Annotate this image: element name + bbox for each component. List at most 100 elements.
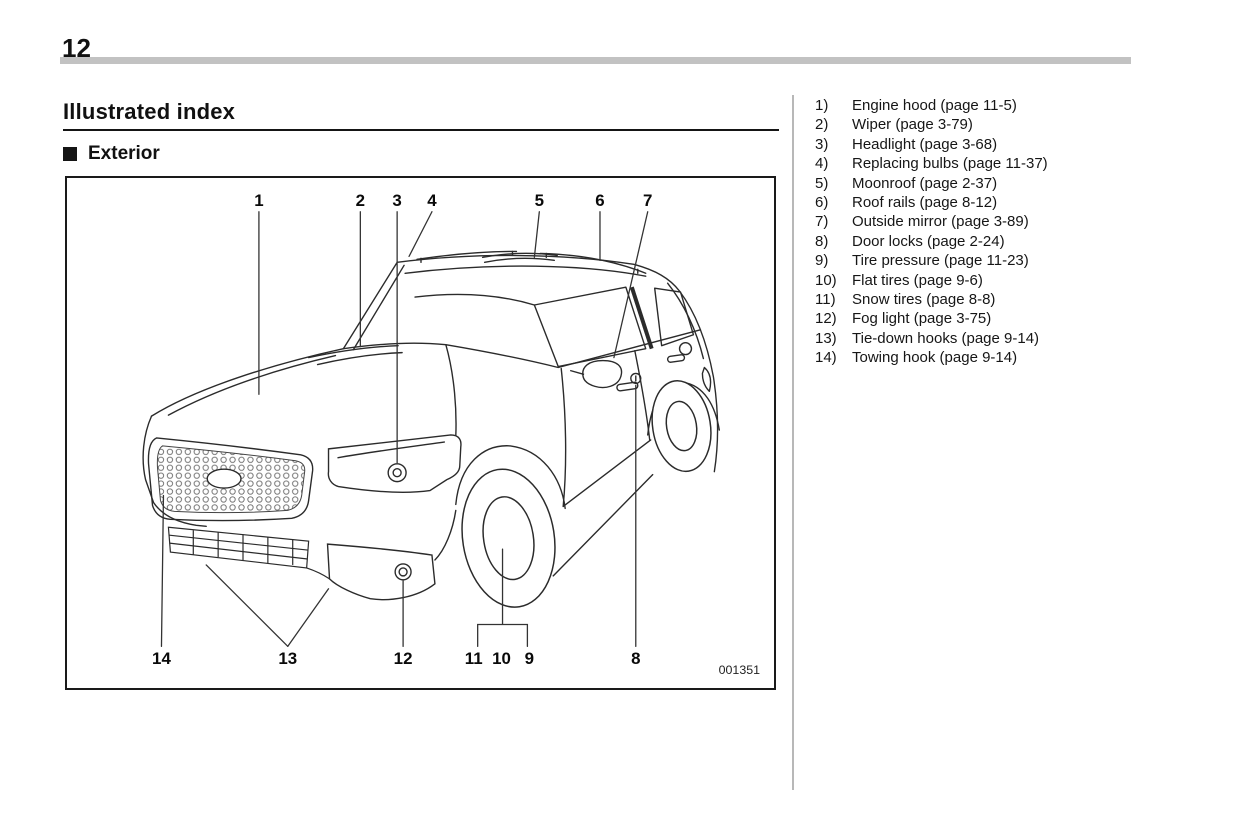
callout-11: 11 [465,649,483,668]
headlight-bulb [387,463,407,483]
rear-hatch-glass [666,282,705,360]
front-door-seam [560,367,567,508]
callout-5: 5 [535,191,544,210]
index-item-label: Door locks (page 2-24) [852,232,1005,250]
index-item-label: Engine hood (page 11-5) [852,97,1017,114]
brand-emblem [206,468,242,489]
lower-bumper-grille [167,526,330,580]
index-item-number: 5) [815,174,829,192]
moonroof [481,252,558,264]
front-door-window [533,286,647,368]
fog-light-bulb [394,563,412,581]
window-frame-front [414,293,536,306]
callout-12: 12 [394,649,413,668]
rocker-line [552,473,654,577]
index-item: 5) Moonroof (page 2-37) [815,174,1125,193]
rear-door-handle [666,354,686,363]
index-item-number: 6) [815,194,829,212]
side-details [569,286,693,392]
fog-light [326,543,436,601]
index-item: 3) Headlight (page 3-68) [815,135,1125,154]
index-item-number: 13) [815,329,837,347]
wiper-blade-1 [307,344,399,359]
door-lock-keyhole [630,372,642,385]
section-title: Exterior [88,143,160,164]
figure-code: 001351 [719,663,761,677]
index-item-label: Snow tires (page 8-8) [852,291,996,309]
car-body [142,250,721,577]
callout-8: 8 [631,649,640,668]
roof-drip-line [404,265,647,277]
index-list: 1) Engine hood (page 11-5) 2) Wiper (page … [815,96,1125,368]
leader-line-7 [613,211,649,359]
index-item-label: Tie-down hooks (page 9-14) [852,329,1040,347]
bumper-side-edge [434,509,457,561]
index-item-number: 2) [815,116,829,134]
front-door-handle [616,381,639,392]
callout-6: 6 [595,191,604,210]
index-item-label: Outside mirror (page 3-89) [852,213,1029,231]
index-item-label: Replacing bulbs (page 11-37) [852,155,1048,173]
mirror-stalk [569,369,585,376]
rear-wheel [651,380,712,473]
index-item-label: Wiper (page 3-79) [852,116,973,134]
beltline [445,329,702,369]
exterior-car-diagram: 1 2 3 4 5 6 7 14 13 12 11 10 9 8 001351 [142,191,761,677]
index-item: 12) Fog light (page 3-75) [815,309,1125,328]
car-outline [150,254,719,473]
roof-rails [416,250,647,274]
callout-14: 14 [152,649,171,668]
index-item-number: 12) [815,310,837,328]
index-item: 14) Towing hook (page 9-14) [815,348,1125,367]
callout-10: 10 [492,649,511,668]
taillight [701,366,712,393]
index-item-number: 4) [815,155,829,173]
index-item: 11)Snow tires (page 8-8) [815,290,1125,309]
callout-2: 2 [356,191,365,210]
index-item-number: 9) [815,252,829,270]
exterior-figure-box: 1 2 3 4 5 6 7 14 13 12 11 10 9 8 001351 [65,176,776,690]
title-rule [63,129,779,131]
index-item: 4) Replacing bulbs (page 11-37) [815,154,1125,173]
square-bullet-icon [63,147,77,161]
leader-bracket-9-11 [477,548,529,647]
index-item-label: Flat tires (page 9-6) [852,271,983,289]
side-mirror [582,359,623,389]
index-item-label: Moonroof (page 2-37) [852,174,998,192]
leader-line-5 [533,211,540,259]
index-item: 9)Tire pressure (page 11-23) [815,251,1125,270]
index-item-label: Headlight (page 3-68) [852,135,998,153]
callout-1: 1 [254,191,263,210]
index-item: 1) Engine hood (page 11-5) [815,96,1125,115]
sill-line [562,439,652,508]
leader-lines [160,211,649,647]
index-item: 7)Outside mirror (page 3-89) [815,212,1125,231]
windshield-inner [352,264,405,351]
index-item-label: Towing hook (page 9-14) [852,349,1018,367]
wiper-blade-2 [316,351,403,366]
fender-crease [445,343,457,437]
index-item-label: Fog light (page 3-75) [852,310,992,328]
front-grille [147,437,314,522]
index-item: 13) Tie-down hooks (page 9-14) [815,329,1125,348]
callout-3: 3 [392,191,401,210]
rear-quarter-window [653,287,695,347]
leader-line-13b [287,588,330,647]
index-item-number: 14) [815,349,837,367]
leader-line-13a [205,564,289,647]
index-item: 10) Flat tires (page 9-6) [815,271,1125,290]
section-heading: Exterior [63,143,160,165]
callout-numbers: 1 2 3 4 5 6 7 14 13 12 11 10 9 8 [152,191,652,668]
leader-line-4 [408,211,433,258]
index-item-number: 3) [815,135,829,153]
index-item-label: Roof rails (page 8-12) [852,194,998,212]
index-item: 2) Wiper (page 3-79) [815,115,1125,134]
rear-door-seam [634,349,651,441]
leader-line-14 [160,494,165,647]
index-item-number: 10) [815,271,837,289]
index-item: 6) Roof rails (page 8-12) [815,193,1125,212]
callout-4: 4 [427,191,437,210]
index-item-number: 1) [815,97,829,114]
callout-9: 9 [525,649,534,668]
b-pillar [629,286,654,350]
